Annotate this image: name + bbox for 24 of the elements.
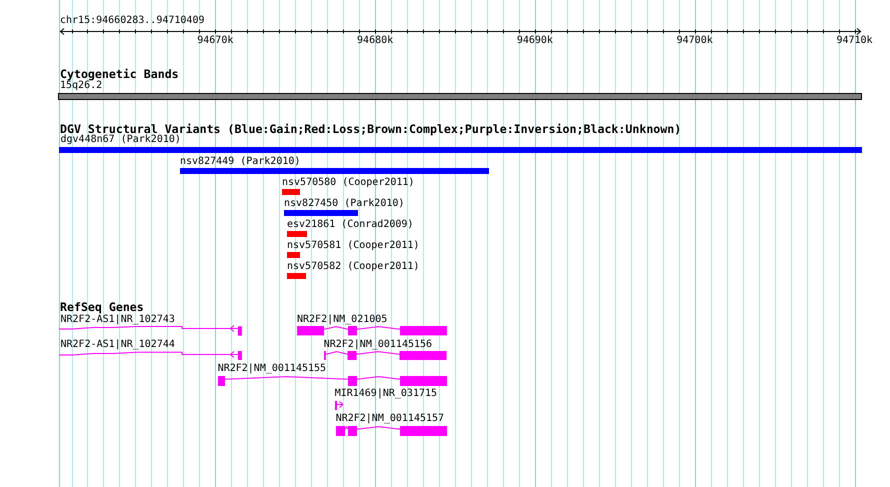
feature-label: nsv570581 (Cooper2011)	[287, 240, 420, 250]
tick-label: 94690k	[516, 34, 553, 46]
tick-label: 94670k	[197, 34, 234, 46]
feature-label: MIR1469|NR_031715	[334, 388, 438, 399]
track-title: RefSeq Genes	[60, 300, 144, 314]
feature-label: NR2F2-AS1|NR_102743	[60, 314, 175, 325]
track-title: Cytogenetic Bands	[60, 68, 179, 81]
feature-label: NR2F2|NM_021005	[297, 314, 388, 325]
feature-label: nsv570580 (Cooper2011)	[282, 176, 414, 188]
feature-label: NR2F2|NM_001145157	[336, 413, 444, 424]
feature-label: NR2F2-AS1|NR_102744	[60, 338, 175, 350]
feature-label: nsv570582 (Cooper2011)	[287, 260, 420, 272]
feature-label: dgv448n67 (Park2010)	[60, 134, 181, 145]
feature-label: esv21861 (Conrad2009)	[287, 218, 414, 230]
feature-label: 15q26.2	[60, 80, 102, 91]
feature-label: NR2F2|NM_001145155	[218, 363, 326, 374]
feature-label: nsv827449 (Park2010)	[180, 156, 300, 167]
tick-label: 94700k	[676, 34, 713, 46]
track-title: DGV Structural Variants (Blue:Gain;Red:Loss;Brown:Complex;Purple:Inversion;Black:Unknown)	[60, 122, 682, 136]
tick-label: 94680k	[357, 34, 394, 46]
feature-label: nsv827450 (Park2010)	[284, 198, 404, 208]
tick-label: 94710k	[836, 34, 873, 46]
feature-label: NR2F2|NM_001145156	[324, 338, 432, 350]
coordinate-range-label: chr15:94660283..94710409	[60, 15, 204, 26]
